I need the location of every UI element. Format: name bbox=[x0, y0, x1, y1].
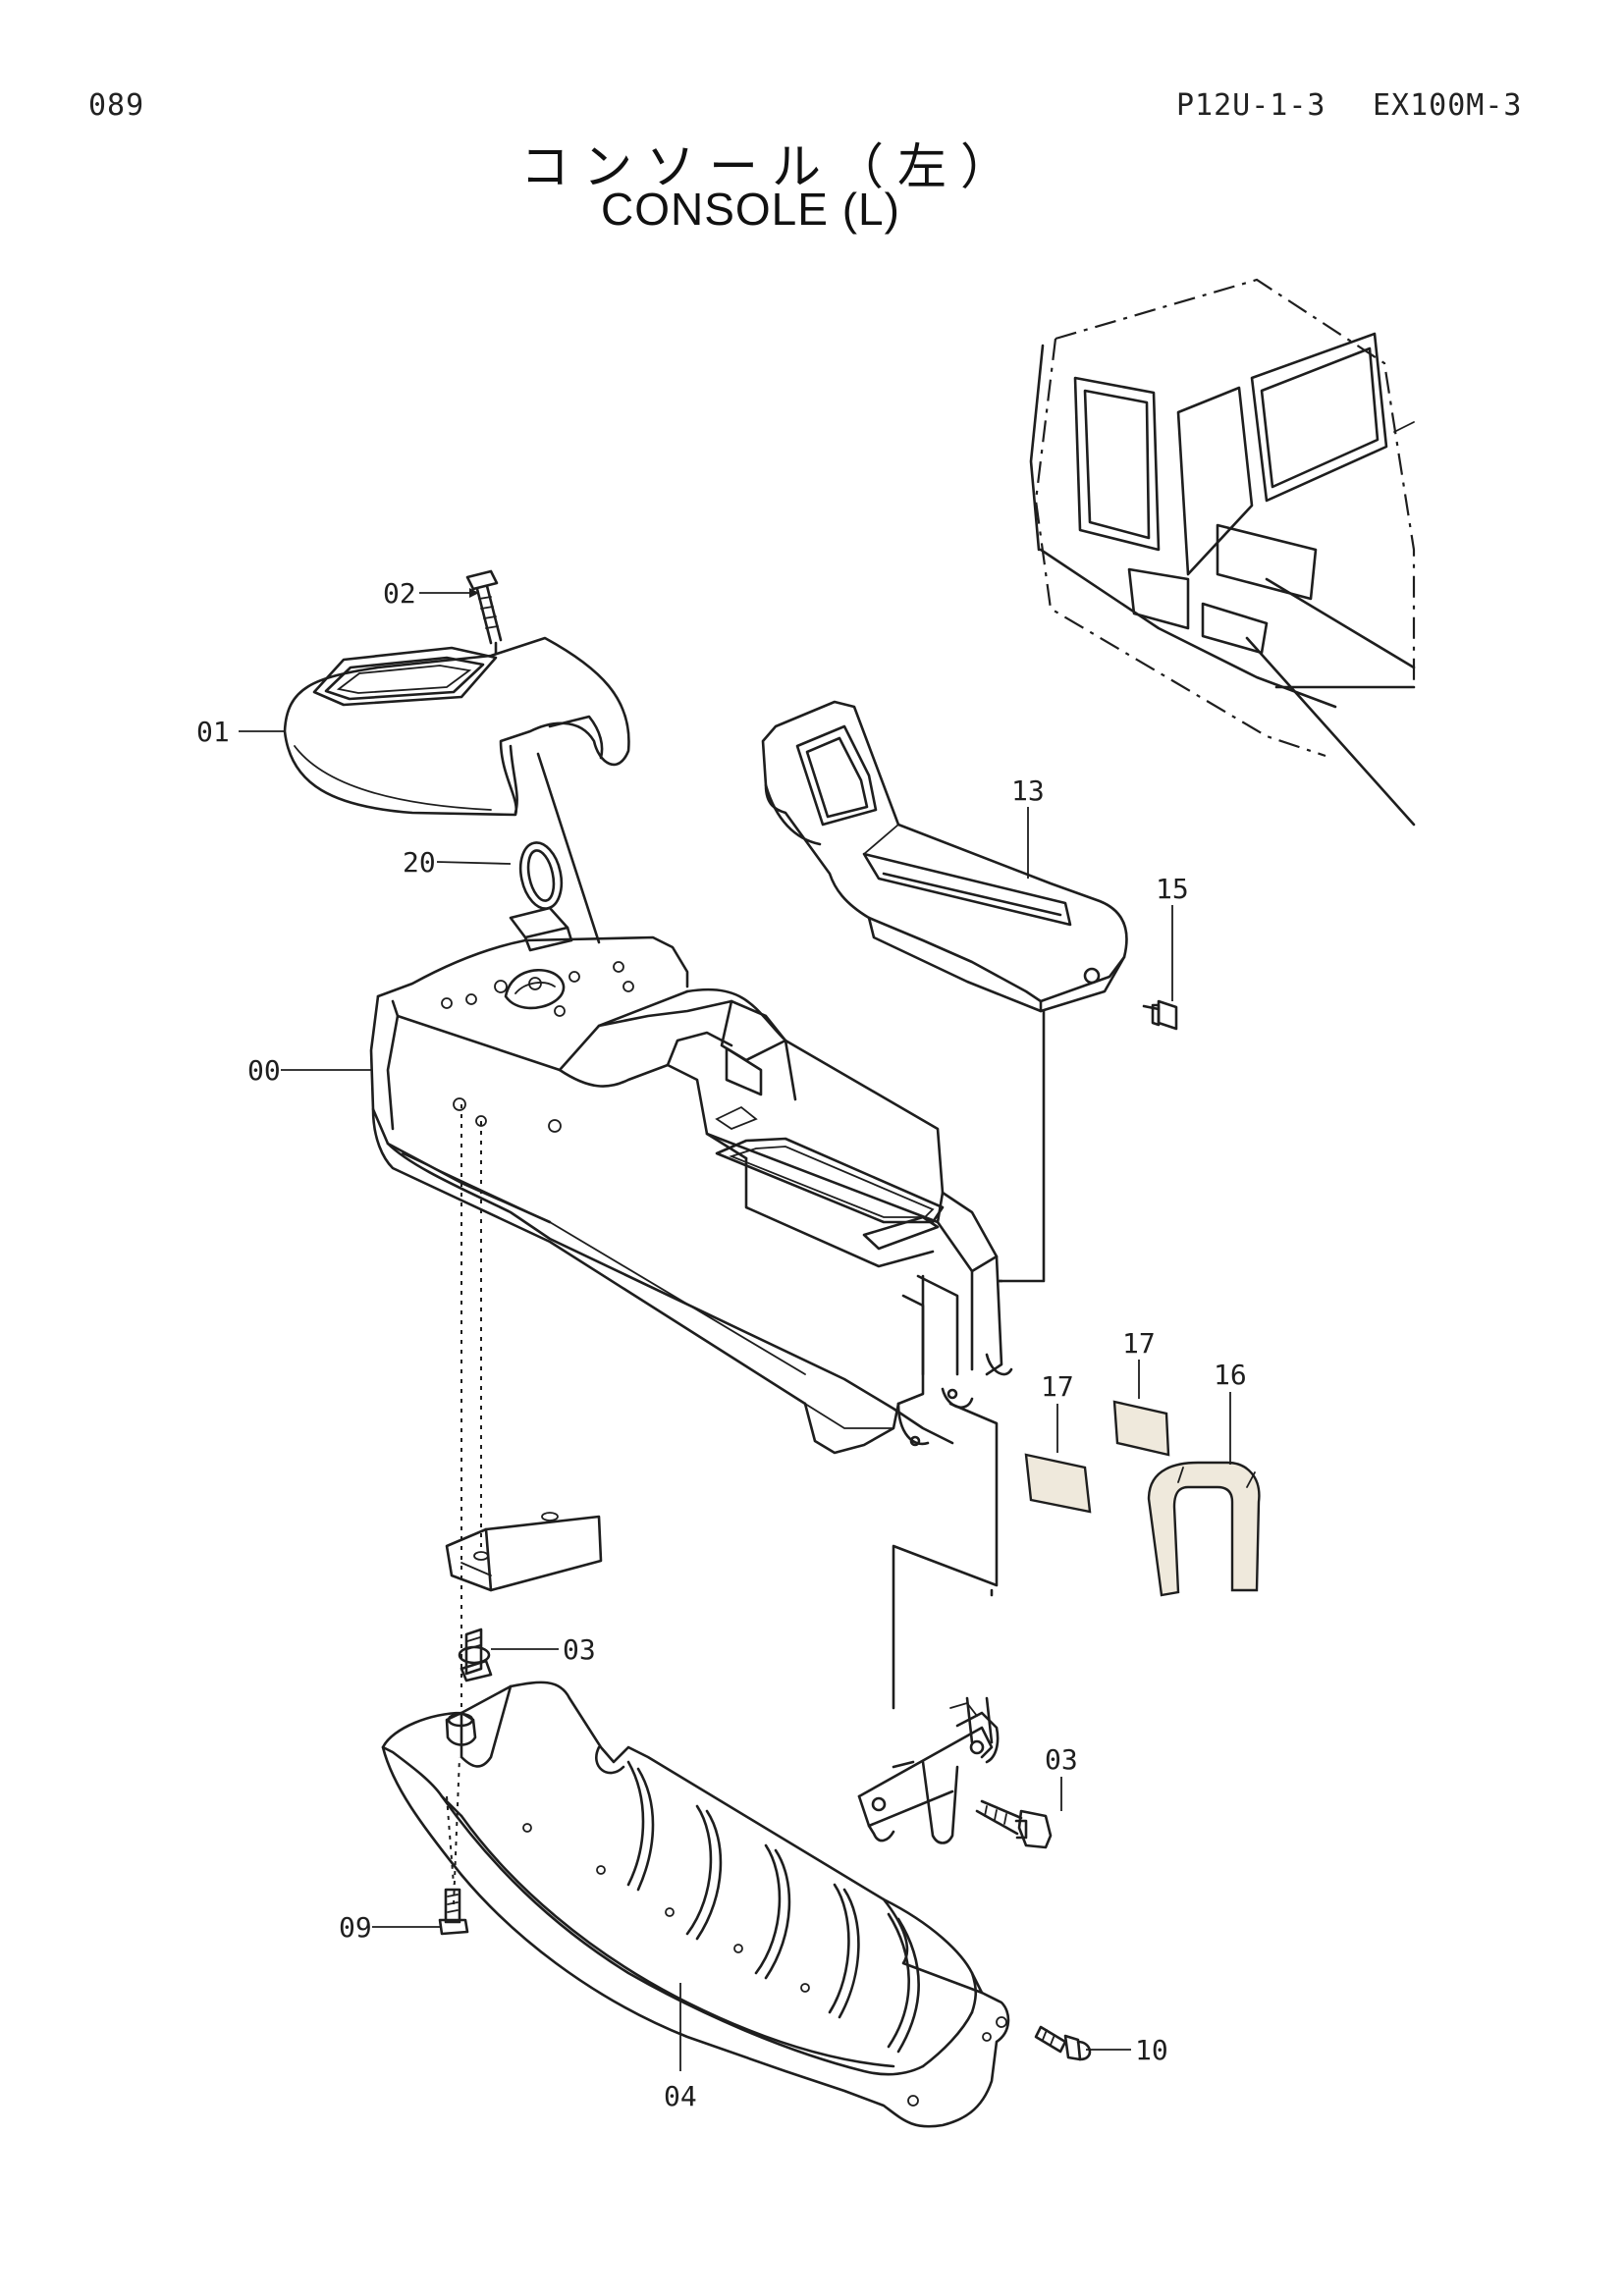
part-15-screw bbox=[1142, 999, 1178, 1031]
callout-02: 02 bbox=[383, 577, 416, 610]
callout-03-upper: 03 bbox=[563, 1633, 596, 1666]
callout-01: 01 bbox=[196, 716, 230, 748]
catalog-reference: P12U-1-3 bbox=[1176, 88, 1326, 123]
part-02-screw bbox=[465, 569, 503, 645]
page-number: 089 bbox=[88, 88, 145, 123]
callout-03-lower: 03 bbox=[1045, 1743, 1078, 1776]
part-03-bolt-lower bbox=[975, 1799, 1053, 1849]
title-english: CONSOLE (L) bbox=[601, 184, 900, 235]
callout-17-left: 17 bbox=[1041, 1370, 1074, 1403]
cab-location-inset bbox=[1029, 278, 1416, 827]
callout-04: 04 bbox=[664, 2080, 697, 2112]
callout-17-right: 17 bbox=[1122, 1327, 1156, 1360]
part-04-bottom-tray bbox=[381, 1681, 1010, 2128]
part-17-pad-left bbox=[1024, 1453, 1092, 1514]
part-09-screw bbox=[438, 1888, 469, 1936]
model-number: EX100M-3 bbox=[1373, 88, 1523, 123]
part-13-armrest bbox=[761, 700, 1128, 1013]
part-00-console-body bbox=[369, 935, 1013, 1455]
callout-20: 20 bbox=[403, 846, 436, 879]
callout-09: 09 bbox=[339, 1911, 372, 1944]
mounting-bracket bbox=[445, 1512, 603, 1592]
callout-00: 00 bbox=[247, 1054, 281, 1087]
callout-16: 16 bbox=[1214, 1359, 1247, 1391]
part-10-screw bbox=[1034, 2025, 1092, 2061]
part-01-top-cover bbox=[283, 636, 630, 817]
title-japanese: コンソール（左） bbox=[520, 138, 1023, 195]
callout-leaders bbox=[239, 588, 1231, 2071]
callout-15: 15 bbox=[1156, 873, 1189, 905]
part-03-bolt-upper bbox=[458, 1628, 493, 1682]
part-16-u-seal bbox=[1147, 1461, 1261, 1597]
part-17-pad-right bbox=[1112, 1400, 1170, 1457]
part-20-band-clamp bbox=[509, 841, 573, 952]
callout-13: 13 bbox=[1011, 774, 1045, 807]
assembly-lines bbox=[446, 641, 1046, 1905]
frame-hinge-bracket bbox=[857, 1696, 1000, 1844]
callout-10: 10 bbox=[1135, 2034, 1168, 2066]
